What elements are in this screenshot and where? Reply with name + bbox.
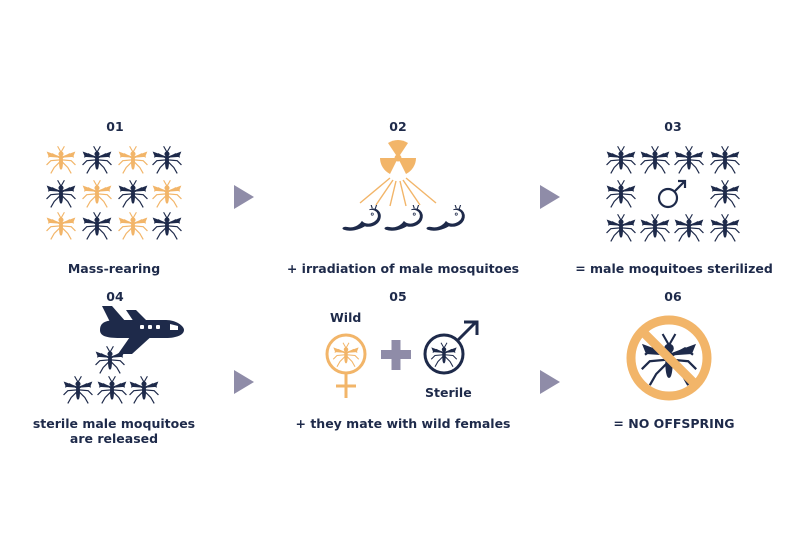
arrow-04-05 [234,370,254,394]
step-01-caption: Mass-rearing [67,261,161,276]
step-02-caption: + irradiation of male mosquitoes [286,261,520,276]
pupae-icon [342,205,465,231]
step-04-caption-line2: are released [69,431,159,446]
arrow-01-02 [234,185,254,209]
sterile-label: Sterile [425,385,472,400]
sterilized-mosquitoes-icon [605,145,741,243]
step-04-number: 04 [106,289,124,304]
female-symbol-icon [325,333,367,398]
male-symbol-icon [657,179,687,209]
arrow-02-03 [540,185,560,209]
wild-label: Wild [330,310,362,325]
airplane-icon [100,306,184,354]
step-02-number: 02 [389,119,407,134]
radiation-icon [359,139,437,207]
step-04-caption: sterile male moquitoes are released [0,416,234,446]
male-sterile-symbol-icon [423,320,479,375]
step-05-caption: + they mate with wild females [295,416,511,431]
released-mosquitoes-icon [62,345,160,405]
step-06-caption: = NO OFFSPRING [613,416,735,431]
arrow-05-06 [540,370,560,394]
step-04-caption-line1: sterile male moquitoes [32,416,196,431]
mosquito-grid-icon [45,145,183,241]
step-01-number: 01 [106,119,124,134]
no-mosquito-icon [626,315,712,401]
step-05-number: 05 [389,289,407,304]
step-03-caption: = male moquitoes sterilized [575,261,773,276]
step-03-number: 03 [664,119,682,134]
step-06-number: 06 [664,289,682,304]
plus-icon [381,340,411,370]
